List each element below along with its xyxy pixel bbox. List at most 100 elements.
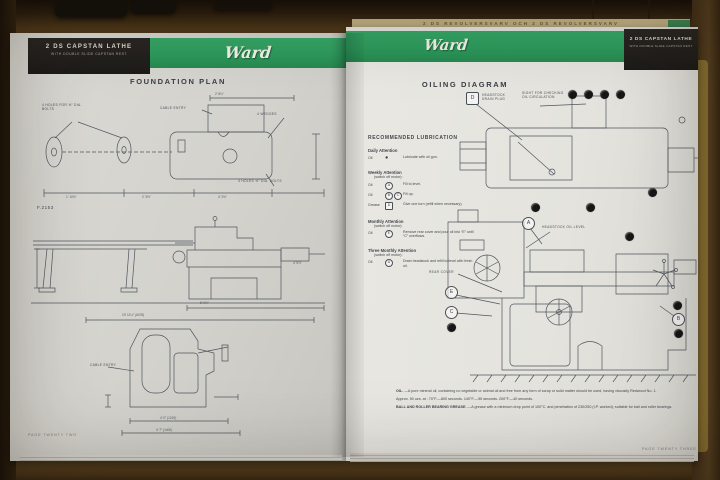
oil-viscosity-line: Approx. 50 ozs. at : 70°F.—800 seconds. … — [396, 396, 534, 401]
instruction-text: Remove rear cover and pour oil into “E” … — [403, 230, 474, 239]
wood-seam — [648, 0, 650, 30]
oil-point-dot — [568, 90, 577, 99]
oil-point-dot — [447, 323, 456, 332]
oiling-front-elevation-drawing — [430, 200, 702, 392]
oil-point-marker-b: B — [672, 313, 685, 326]
point-ref-a: A — [385, 181, 393, 190]
dimension: 4′ 7″ (1400) — [156, 428, 173, 432]
medium-label: Oil — [368, 260, 373, 265]
dimension: 1′ 10⅜″ — [66, 195, 77, 199]
page-behind-green-edge — [668, 20, 690, 28]
medium-label: Oil — [368, 182, 373, 187]
label-bolts-bottom: 4 HOLES ⅝″ DIA. BOLTS — [238, 179, 282, 183]
oiling-plan-view-drawing — [452, 92, 700, 202]
section-subtitle: (switch off motor): — [374, 252, 403, 257]
lubrication-item: Oil A Drain headstock and refill to leve… — [368, 259, 474, 268]
page-title-oiling-diagram: OILING DIAGRAM — [421, 80, 509, 89]
ward-logo: Ward — [423, 36, 469, 54]
label-headstock-oil-level: HEADSTOCK OIL LEVEL — [542, 225, 586, 229]
oil-point-dot — [625, 232, 634, 241]
lubrication-section-weekly: Weekly Attention (switch off motor): Oil… — [368, 170, 474, 210]
label-cable-entry-end-view: CABLE ENTRY — [90, 363, 117, 367]
label-rear-cover: REAR COVER — [429, 270, 454, 274]
page-title-foundation-plan: FOUNDATION PLAN — [130, 77, 226, 86]
wood-seam — [592, 0, 594, 30]
label-wedges: 4 WEDGES — [257, 112, 277, 116]
right-page-footer: PAGE TWENTY THREE — [642, 447, 697, 451]
grease-note-title: BALL AND ROLLER BEARING GREASE. — [396, 404, 467, 409]
dimension: 2′ 3½″ — [142, 195, 151, 199]
oil-point-marker-a: A — [522, 217, 535, 230]
ward-logo: Ward — [223, 43, 273, 62]
section-title: Three Monthly Attention — [368, 247, 416, 253]
section-title: Weekly Attention — [368, 170, 402, 175]
dimension: 4′ 5⅞″ — [293, 261, 302, 265]
right-header-title: 2 DS CAPSTAN LATHE — [629, 37, 693, 42]
oil-point-marker-e: E — [445, 286, 458, 299]
medium-label: Oil — [368, 192, 373, 197]
page-edges-bottom-right — [350, 453, 694, 462]
point-ref-b: B — [385, 191, 393, 200]
lubrication-heading: RECOMMENDED LUBRICATION — [368, 135, 458, 141]
oil-point-dot — [616, 90, 625, 99]
lubricant-notes: OIL. —A pure mineral oil, containing no … — [396, 389, 688, 412]
left-page[interactable]: 2 DS CAPSTAN LATHE WITH DOUBLE SLIDE CAP… — [10, 33, 346, 461]
oil-point-dot — [586, 203, 595, 212]
right-page[interactable]: Ward 2 DS CAPSTAN LATHE WITH DOUBLE SLID… — [346, 27, 698, 461]
oil-point-marker-c: C — [445, 306, 458, 319]
desk-object — [130, 0, 176, 13]
instruction-text: Lubricate with oil gun. — [403, 155, 438, 159]
label-headstock-drain: HEADSTOCK DRAIN PLUG — [482, 93, 506, 101]
dimension: 4′ 0″ (1219) — [160, 416, 177, 420]
lubrication-item: Oil A Fill to level. — [368, 181, 474, 190]
point-ref-e: E — [385, 230, 393, 238]
lubrication-section-three-monthly: Three Monthly Attention (switch off moto… — [368, 248, 474, 268]
medium-label: Oil — [368, 231, 373, 235]
section-subtitle: (switch off motor): — [374, 175, 403, 179]
left-header-subtitle: WITH DOUBLE SLIDE CAPSTAN REST — [51, 52, 127, 56]
right-header-green-band: Ward — [346, 31, 624, 62]
dimension: 19′ 11¼″ (6078) — [122, 313, 145, 317]
lubrication-item: Grease D Give one turn (refill when nece… — [368, 201, 474, 210]
side-elevation-drawing — [25, 212, 330, 312]
section-subtitle: (switch off motor): — [374, 223, 403, 228]
figure-reference: F.2153 — [37, 205, 54, 210]
oil-note-text: —A pure mineral oil, containing no veget… — [404, 389, 657, 393]
lubrication-item: Oil ● Lubricate with oil gun. — [368, 155, 474, 161]
left-header-green-band: Ward — [150, 38, 346, 68]
lubrication-item: Oil E Remove rear cover and pour oil int… — [368, 230, 474, 239]
oil-point-dot — [584, 90, 593, 99]
section-title: Monthly Attention — [368, 218, 404, 224]
oil-point-dot — [648, 188, 657, 197]
oil-point-dot — [673, 301, 682, 310]
page-behind-edge: 2 DS REVOLVERSVARV OCH 2 DS REVOLVERSVAR… — [352, 19, 690, 28]
left-header-title: 2 DS CAPSTAN LATHE — [45, 44, 133, 50]
medium-label: Oil — [368, 156, 373, 160]
oil-point-dot-glyph: ● — [385, 155, 389, 161]
lubrication-section-daily: Daily Attention Oil ● Lubricate with oil… — [368, 148, 474, 161]
oil-point-marker-d: D — [466, 92, 479, 105]
medium-label: Grease — [368, 202, 380, 207]
oil-note-title: OIL. — [396, 389, 404, 393]
instruction-text: Fill to level. — [403, 181, 421, 186]
dimension: 2′ 8¼″ — [215, 92, 224, 96]
label-sight-oil-circulation: SIGHT FOR CHECKING OIL CIRCULATION — [522, 91, 564, 99]
instruction-text: Give one turn (refill when necessary). — [403, 201, 463, 206]
dimension: 4′ 2⅝″ — [218, 195, 227, 199]
end-view-drawing — [78, 315, 320, 445]
dimension: 5′ 0⅝″ — [200, 301, 209, 305]
foundation-plan-top-view-drawing — [32, 92, 335, 202]
right-header-subtitle: WITH DOUBLE SLIDE CAPSTAN REST — [629, 44, 693, 48]
label-cable-entry: CABLE ENTRY — [160, 106, 187, 110]
oil-point-dot — [674, 329, 683, 338]
left-header-black-panel: 2 DS CAPSTAN LATHE WITH DOUBLE SLIDE CAP… — [28, 38, 150, 74]
desk-object — [214, 0, 272, 10]
page-edges-bottom-left — [20, 455, 342, 461]
lubrication-section-monthly: Monthly Attention (switch off motor): Oi… — [368, 219, 474, 239]
label-bolts-top: 4 HOLES FOR ⅝″ DIA. BOLTS — [42, 103, 82, 111]
section-title: Daily Attention — [368, 148, 398, 153]
desk-object — [55, 0, 127, 17]
right-header-black-panel: 2 DS CAPSTAN LATHE WITH DOUBLE SLIDE CAP… — [624, 29, 698, 70]
instruction-text: Fill up. — [403, 191, 414, 196]
